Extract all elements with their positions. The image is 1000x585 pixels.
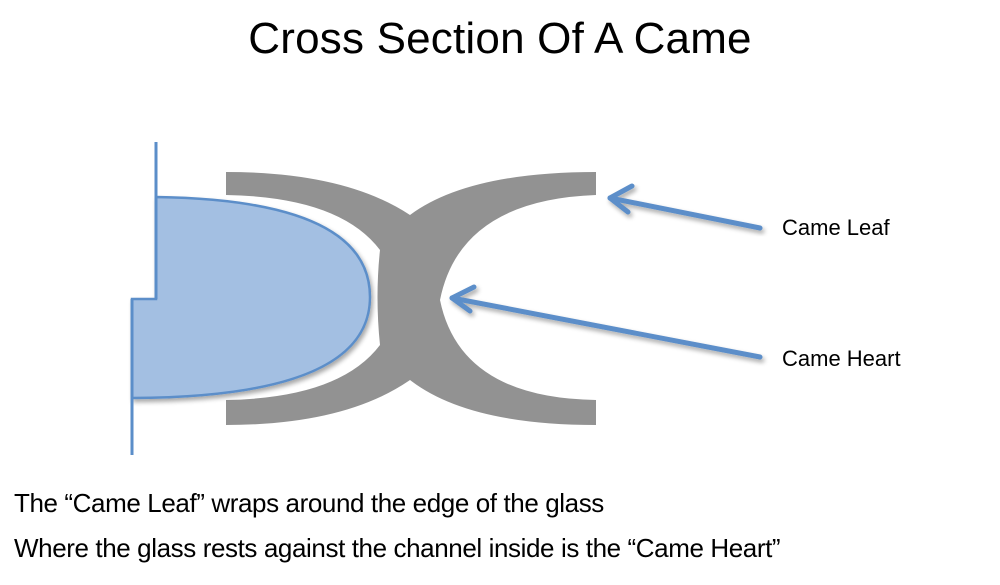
glass-edge bbox=[130, 195, 372, 400]
diagram-title: Cross Section Of A Came bbox=[248, 14, 752, 63]
came-leaf-label: Came Leaf bbox=[782, 215, 890, 240]
came-heart-label: Came Heart bbox=[782, 346, 901, 371]
came-leaf-arrow bbox=[607, 183, 763, 231]
came-profile bbox=[226, 172, 596, 425]
caption-line-2: Where the glass rests against the channe… bbox=[14, 533, 781, 563]
caption-line-1: The “Came Leaf” wraps around the edge of… bbox=[14, 488, 604, 518]
came-heart-arrow bbox=[449, 284, 763, 360]
